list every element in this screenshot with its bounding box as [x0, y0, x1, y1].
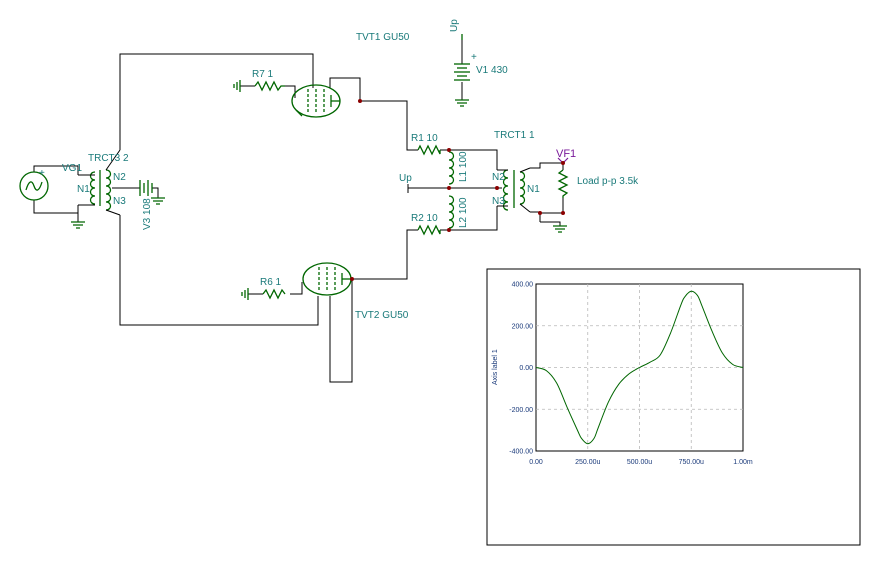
- label-v3: V3 108: [142, 198, 153, 230]
- label-n2-right: N2: [492, 172, 505, 183]
- label-trct3: TRCT3 2: [88, 153, 129, 164]
- tube-tvt1: [291, 84, 341, 118]
- chart-y-tick-label: -400.00: [509, 449, 533, 456]
- component-labels: TVT1 GU50 TVT2 GU50 R7 1 R6 1 R1 10 R2 1…: [39, 19, 639, 321]
- ground-symbols: [71, 34, 567, 300]
- label-n1-right: N1: [527, 184, 540, 195]
- label-r1: R1 10: [411, 133, 438, 144]
- label-tvt1: TVT1 GU50: [356, 32, 410, 43]
- transformer-trct3: [78, 149, 121, 216]
- label-trct1: TRCT1 1: [494, 130, 535, 141]
- resistor-r2: [417, 224, 441, 236]
- label-up-top: Up: [449, 19, 460, 32]
- resistor-load: [557, 169, 569, 198]
- chart-x-tick-label: 750.00u: [679, 459, 704, 466]
- chart-y-tick-label: 400.00: [512, 282, 534, 289]
- oscilloscope-panel: 400.00 200.00 0.00 -200.00 -400.00 0.00 250.0…: [486, 268, 861, 546]
- label-r6: R6 1: [260, 277, 282, 288]
- resistor-r6: [262, 288, 286, 300]
- label-l2: L2 100: [458, 197, 469, 228]
- label-r7: R7 1: [252, 69, 274, 80]
- chart-x-ticks: 0.00 250.00u 500.00u 750.00u 1.00m: [529, 459, 753, 466]
- inductor-l2: [448, 195, 455, 229]
- label-vg1: VG1: [62, 163, 82, 174]
- chart-y-tick-label: -200.00: [509, 407, 533, 414]
- chart-y-axis-label: Axis label 1: [492, 349, 499, 385]
- components: [19, 34, 569, 300]
- label-r2: R2 10: [411, 213, 438, 224]
- wires: [33, 40, 564, 383]
- chart-x-tick-label: 500.00u: [627, 459, 652, 466]
- chart-x-tick-label: 250.00u: [575, 459, 600, 466]
- label-n3-left: N3: [113, 196, 126, 207]
- chart-series-line: [535, 290, 744, 445]
- source-vg1: [19, 171, 49, 201]
- label-v1: V1 430: [476, 65, 508, 76]
- label-n3-right: N3: [492, 196, 505, 207]
- tube-tvt2: [302, 262, 352, 296]
- label-tvt2: TVT2 GU50: [355, 310, 409, 321]
- chart-y-tick-label: 0.00: [519, 365, 533, 372]
- label-n1-left: N1: [77, 184, 90, 195]
- battery-v3: [139, 180, 153, 196]
- label-plus-vg1: +: [39, 168, 45, 179]
- inductor-l1: [448, 151, 455, 185]
- label-vf1: VF1: [556, 148, 576, 160]
- junction-dots: [350, 99, 565, 281]
- chart-x-tick-label: 0.00: [529, 459, 543, 466]
- battery-v1: [454, 63, 470, 81]
- chart-x-tick-label: 1.00m: [733, 459, 753, 466]
- resistor-r7: [254, 80, 285, 92]
- chart-y-ticks: 400.00 200.00 0.00 -200.00 -400.00: [509, 282, 533, 456]
- resistor-r1: [417, 144, 441, 156]
- label-l1: L1 100: [458, 151, 469, 182]
- label-n2-left: N2: [113, 172, 126, 183]
- label-plus-v1: +: [471, 52, 477, 63]
- label-up-mid: Up: [399, 173, 412, 184]
- chart-y-tick-label: 200.00: [512, 323, 534, 330]
- label-load: Load p-p 3.5k: [577, 176, 639, 187]
